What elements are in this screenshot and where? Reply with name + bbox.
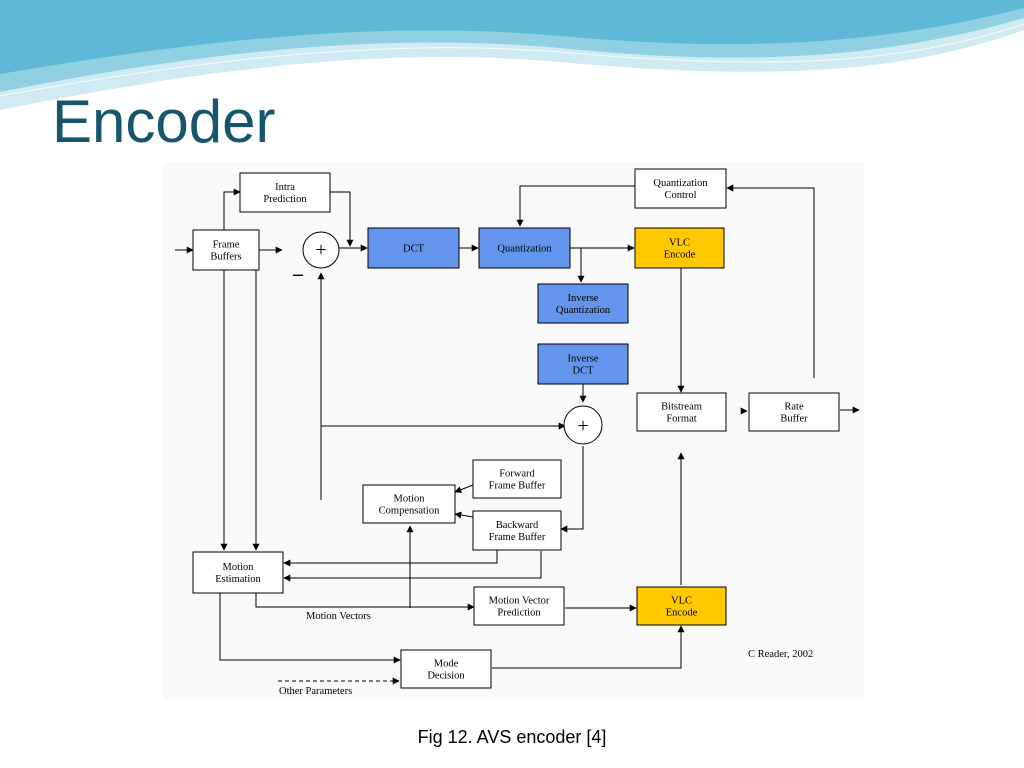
mode-decision-label-line: Decision	[427, 671, 465, 682]
intra-prediction-label-line: Prediction	[263, 194, 307, 205]
frame-buffers-label-line: Frame	[213, 240, 240, 251]
motion-vector-prediction-label-line: Prediction	[497, 608, 541, 619]
inverse-quantization-label-line: Quantization	[556, 305, 611, 316]
motion-vector-prediction-label-line: Motion Vector	[489, 596, 550, 607]
inverse-dct-label-line: Inverse	[568, 354, 599, 365]
inverse-dct-label-line: DCT	[573, 366, 595, 377]
forward-frame-buffer-label-line: Forward	[499, 469, 535, 480]
vlc-encode-bottom-label-line: VLC	[671, 596, 692, 607]
connector-lines	[175, 184, 860, 685]
mode-decision-label-line: Mode	[434, 659, 459, 670]
avs-encoder-diagram: + – + Motion Vectors Other Parameters C …	[163, 162, 864, 700]
quantization-label-line: Quantization	[497, 244, 552, 255]
backward-frame-buffer-label-line: Frame Buffer	[489, 532, 546, 543]
bitstream-format-label-line: Format	[666, 414, 696, 425]
summing-junction-bottom: +	[563, 405, 603, 445]
svg-text:+: +	[315, 239, 326, 261]
forward-frame-buffer-label-line: Frame Buffer	[489, 481, 546, 492]
quantization-block: Quantization	[478, 227, 571, 269]
credit-label: C Reader, 2002	[748, 649, 813, 660]
dct-label-line: DCT	[403, 244, 425, 255]
other-parameters-label: Other Parameters	[279, 686, 352, 697]
rate-buffer-label-line: Rate	[784, 402, 804, 413]
vlc-encode-bottom-label-line: Encode	[666, 608, 698, 619]
minus-sign: –	[292, 263, 304, 285]
motion-compensation-label-line: Compensation	[379, 506, 440, 517]
intra-prediction-label-line: Intra	[275, 182, 295, 193]
figure-caption: Fig 12. AVS encoder [4]	[417, 727, 607, 747]
svg-text:+: +	[577, 415, 588, 437]
inverse-quantization-label-line: Inverse	[568, 293, 599, 304]
vlc-encode-top-label-line: VLC	[669, 238, 690, 249]
motion-estimation-label-line: Estimation	[215, 574, 261, 585]
motion-compensation-label-line: Motion	[394, 494, 426, 505]
quantization-control-label-line: Control	[664, 190, 696, 201]
dct-block: DCT	[367, 227, 460, 269]
slide-title: Encoder	[52, 88, 276, 155]
vlc-encode-top-label-line: Encode	[664, 250, 696, 261]
quantization-control-label-line: Quantization	[653, 178, 708, 189]
frame-buffers-label-line: Buffers	[210, 252, 241, 263]
header-wave-banner	[0, 0, 1024, 113]
summing-junction-top: +	[302, 231, 340, 269]
motion-vectors-label: Motion Vectors	[306, 611, 371, 622]
rate-buffer-label-line: Buffer	[780, 414, 808, 425]
bitstream-format-label-line: Bitstream	[661, 402, 702, 413]
backward-frame-buffer-label-line: Backward	[496, 520, 539, 531]
motion-estimation-label-line: Motion	[223, 562, 255, 573]
